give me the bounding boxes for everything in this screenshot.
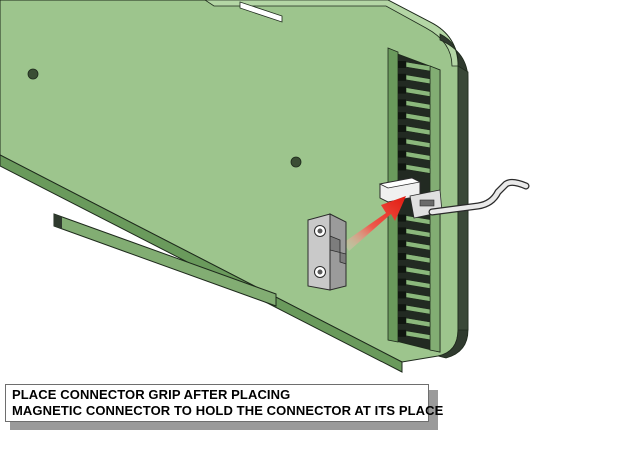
caption-line-1: PLACE CONNECTOR GRIP AFTER PLACING	[12, 387, 291, 402]
magnetic-connector-top	[378, 177, 422, 189]
connector-pin-slot	[398, 112, 406, 120]
mount-hole-center	[290, 156, 302, 168]
connector-pin-slot	[398, 150, 406, 158]
connector-pin-slot	[398, 240, 406, 248]
connector-pin-slot	[398, 99, 406, 107]
mount-hole-left	[27, 68, 39, 80]
connector-pins	[398, 61, 431, 341]
magnetic-connector-slot	[419, 199, 435, 207]
connector-pin-slot	[398, 125, 406, 132]
connector-pin-slot	[398, 163, 406, 171]
connector-pin-slot	[398, 253, 406, 260]
connector-pin-slot	[398, 304, 406, 312]
insert-direction-arrow	[343, 196, 406, 251]
connector-pin-slot	[398, 137, 406, 145]
top-slot	[239, 1, 283, 23]
connector-pin-slot	[398, 227, 406, 235]
connector-grip	[307, 213, 347, 291]
board-rim	[204, 0, 459, 67]
connector-wire	[428, 178, 530, 216]
connector-pin-slot	[398, 329, 406, 337]
connector-pin-slot	[398, 291, 406, 299]
connector-pin-slot	[398, 61, 406, 68]
connector-pin-slot	[398, 278, 406, 286]
connector-pin-slot	[398, 86, 406, 94]
wire-core	[429, 180, 529, 215]
connector-pin-slot	[398, 265, 406, 273]
long-groove-inner	[54, 214, 62, 229]
caption-line-2: MAGNETIC CONNECTOR TO HOLD THE CONNECTOR…	[12, 403, 444, 418]
connector-pin-slot	[398, 317, 406, 324]
connector-pin-slot	[398, 73, 406, 81]
connector-pin-slot	[398, 214, 406, 222]
grip-hole-top-inner	[317, 228, 323, 234]
instruction-caption: PLACE CONNECTOR GRIP AFTER PLACING MAGNE…	[5, 384, 444, 422]
grip-hole-bottom-inner	[317, 269, 323, 275]
board-right-wall	[457, 65, 469, 331]
